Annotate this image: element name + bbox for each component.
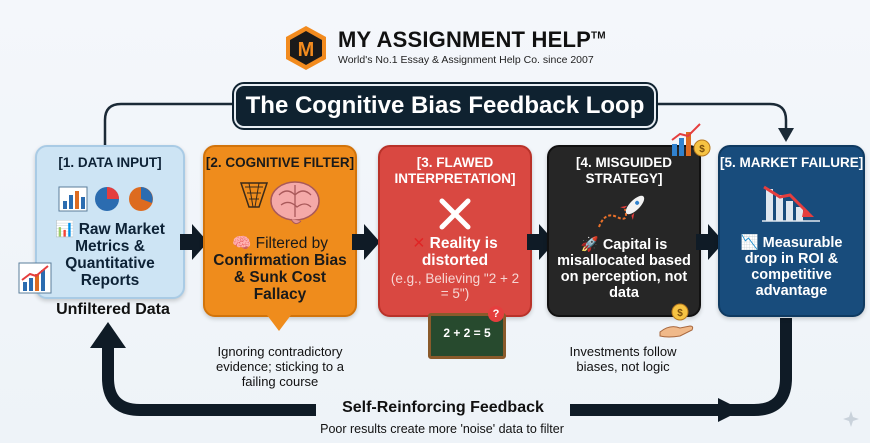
step-2-body-text: Confirmation Bias & Sunk Cost Fallacy bbox=[213, 252, 347, 303]
chalkboard-text: 2 + 2 = 5 bbox=[443, 326, 491, 340]
brand-name-text: MY ASSIGNMENT HELP bbox=[338, 27, 591, 52]
top-right-connector bbox=[652, 102, 788, 130]
chalkboard: 2 + 2 = 5 bbox=[428, 313, 506, 359]
brand-header: M MY ASSIGNMENT HELPTM World's No.1 Essa… bbox=[282, 24, 606, 70]
step-2-body-lead: Filtered by bbox=[255, 235, 328, 252]
step-2-caption: Ignoring contradictory evidence; stickin… bbox=[216, 344, 344, 389]
rocket-icon: 🚀 bbox=[580, 237, 599, 253]
feedback-right-arrowhead bbox=[718, 398, 742, 422]
step-4-heading-line2: STRATEGY] bbox=[585, 171, 663, 186]
step-5-market-failure: [5. MARKET FAILURE] 📉 Measurable drop in… bbox=[718, 145, 865, 317]
hexagon-logo-icon: M bbox=[286, 26, 326, 70]
arrow-3-to-4-icon bbox=[527, 224, 555, 260]
feedback-left-segment bbox=[102, 345, 316, 416]
step-4-body: 🚀 Capital is misallocated based on perce… bbox=[557, 237, 691, 301]
step-5-body-text: Measurable drop in ROI & competitive adv… bbox=[744, 235, 843, 299]
step-3-heading: [3. FLAWED INTERPRETATION] bbox=[380, 155, 530, 187]
step-1-heading: [1. DATA INPUT] bbox=[58, 155, 162, 170]
svg-text:$: $ bbox=[699, 144, 705, 155]
step-5-body: 📉 Measurable drop in ROI & competitive a… bbox=[728, 235, 855, 299]
top-left-connector bbox=[103, 102, 234, 145]
feedback-title: Self-Reinforcing Feedback bbox=[342, 399, 544, 416]
arrow-1-to-2-icon bbox=[180, 224, 208, 260]
charts-icon bbox=[58, 186, 153, 212]
top-right-arrowhead bbox=[778, 128, 794, 142]
step-3-heading-line1: [3. FLAWED bbox=[416, 155, 494, 170]
step-3-body-text: Reality is distorted bbox=[421, 235, 498, 269]
step-4-heading-line1: [4. MISGUIDED bbox=[575, 155, 672, 170]
step-3-heading-line2: INTERPRETATION] bbox=[394, 171, 516, 186]
bar-chart-icon: 📊 bbox=[55, 221, 75, 238]
brand-tagline: World's No.1 Essay & Assignment Help Co.… bbox=[338, 54, 594, 66]
line-chart-icon bbox=[18, 262, 52, 294]
question-badge: ? bbox=[488, 306, 504, 322]
step-4-body-text: Capital is misallocated based on percept… bbox=[557, 237, 691, 301]
step-1-body: 📊 Raw Market Metrics & Quantitative Repo… bbox=[45, 221, 175, 289]
step-2-cognitive-filter: [2. COGNITIVE FILTER] 🧠 Filtered by Conf… bbox=[203, 145, 357, 331]
hand-coin-icon: $ bbox=[659, 303, 694, 338]
step-2-heading: [2. COGNITIVE FILTER] bbox=[205, 155, 355, 170]
trademark: TM bbox=[590, 30, 606, 42]
large-x-icon bbox=[439, 198, 471, 230]
logo-letter: M bbox=[298, 39, 315, 61]
step-1-body-text: Raw Market Metrics & Quantitative Report… bbox=[65, 221, 165, 289]
brain-icon: 🧠 bbox=[232, 235, 252, 252]
growth-chart-icon: $ bbox=[671, 123, 711, 157]
arrow-2-to-3-icon bbox=[352, 224, 380, 260]
arrow-4-to-5-icon bbox=[696, 224, 724, 260]
step-3-sub: (e.g., Believing "2 + 2 = 5") bbox=[390, 271, 520, 301]
step-4-caption: Investments follow biases, not logic bbox=[569, 344, 677, 374]
step-2-body: 🧠 Filtered by Confirmation Bias & Sunk C… bbox=[213, 235, 347, 303]
sparkle-icon bbox=[843, 411, 859, 427]
feedback-subtitle: Poor results create more 'noise' data to… bbox=[320, 422, 564, 436]
step-3-body: ✕ Reality is distorted bbox=[388, 235, 522, 269]
brand-name: MY ASSIGNMENT HELPTM bbox=[338, 27, 606, 53]
x-icon: ✕ bbox=[412, 235, 426, 252]
decline-chart-icon: 📉 bbox=[740, 235, 759, 251]
step-4-misguided-strategy: [4. MISGUIDED STRATEGY] 🚀 Capital is mis… bbox=[547, 145, 701, 317]
step-1-data-input: [1. DATA INPUT] 📊 Raw Market Metrics & Q… bbox=[35, 145, 185, 299]
decline-bars-icon bbox=[762, 185, 820, 222]
step-4-heading: [4. MISGUIDED STRATEGY] bbox=[549, 155, 699, 187]
feedback-left-arrowhead bbox=[90, 322, 126, 348]
step-2-body-lead-wrap: 🧠 Filtered by bbox=[232, 235, 328, 252]
step-5-heading: [5. MARKET FAILURE] bbox=[720, 155, 864, 170]
step-1-caption: Unfiltered Data bbox=[56, 301, 170, 318]
feedback-right-segment bbox=[570, 318, 792, 416]
rocket-trail-icon bbox=[598, 195, 645, 228]
brain-filter-icon bbox=[239, 181, 320, 225]
diagram-title: The Cognitive Bias Feedback Loop bbox=[234, 84, 656, 128]
step-3-flawed-interpretation: [3. FLAWED INTERPRETATION] ✕ Reality is … bbox=[378, 145, 532, 317]
step-2-callout-pointer bbox=[267, 315, 291, 331]
svg-text:$: $ bbox=[677, 308, 683, 319]
